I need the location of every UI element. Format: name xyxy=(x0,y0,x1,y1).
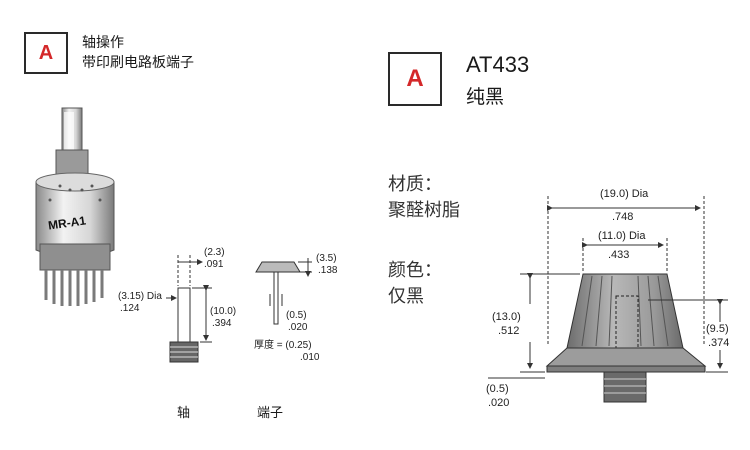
terminal-height-in: .138 xyxy=(318,265,338,276)
terminal-width-in: .020 xyxy=(288,322,308,333)
color-name: 纯黑 xyxy=(466,86,505,108)
body-height-mm: (9.5) xyxy=(706,323,729,335)
left-title-line1: 轴操作 xyxy=(82,35,124,51)
caption-terminal: 端子 xyxy=(257,406,284,421)
shaft-top-mm: (2.3) xyxy=(204,247,225,258)
knob-drawing xyxy=(488,196,728,403)
caption-shaft: 轴 xyxy=(177,406,191,421)
terminal-thickness-label: 厚度 = (0.25) xyxy=(254,340,312,351)
top-dia-in: .433 xyxy=(608,249,630,261)
shaft-len-in: .394 xyxy=(212,318,232,329)
terminal-width-mm: (0.5) xyxy=(286,310,307,321)
shaft-dia-mm: (3.15) Dia xyxy=(118,291,162,302)
material-value: 聚醛树脂 xyxy=(388,200,460,221)
body-height-in: .374 xyxy=(708,337,730,349)
outer-dia-mm: (19.0) Dia xyxy=(600,188,649,200)
base-height-in: .020 xyxy=(488,397,510,409)
color-value: 仅黑 xyxy=(388,286,424,307)
top-dia-mm: (11.0) Dia xyxy=(598,230,646,242)
left-badge: A xyxy=(24,32,68,74)
rotary-switch-image xyxy=(35,107,115,306)
shaft-len-mm: (10.0) xyxy=(210,306,237,317)
material-label: 材质： xyxy=(388,174,442,195)
base-height-mm: (0.5) xyxy=(486,383,509,395)
color-label: 颜色： xyxy=(388,260,442,281)
terminal-height-mm: (3.5) xyxy=(316,253,337,264)
left-title-line2: 带印刷电路板端子 xyxy=(82,55,194,71)
model-number: AT433 xyxy=(466,52,530,77)
shaft-dia-in: .124 xyxy=(120,303,140,314)
shaft-drawing xyxy=(166,255,212,363)
height-in: .512 xyxy=(498,325,520,337)
height-mm: (13.0) xyxy=(492,311,521,323)
outer-dia-in: .748 xyxy=(612,211,634,223)
right-badge: A xyxy=(388,52,442,106)
terminal-thickness-in: .010 xyxy=(300,352,320,363)
terminal-drawing xyxy=(255,258,312,325)
shaft-top-in: .091 xyxy=(204,259,224,270)
